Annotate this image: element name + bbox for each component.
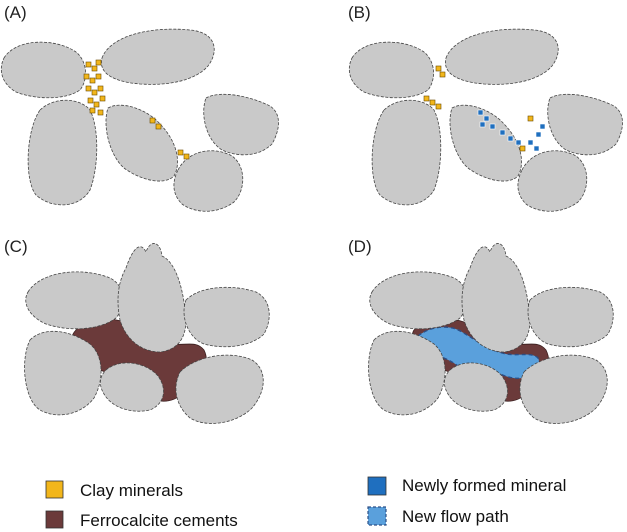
legend: Clay minerals Ferrocalcite cements Newly… (45, 476, 566, 530)
new-flow-path-label: New flow path (402, 507, 509, 526)
newly-formed-mineral-swatch (367, 476, 387, 496)
panel-b-newly-formed-minerals (477, 109, 546, 152)
legend-item-new-flow-path: New flow path (367, 506, 509, 526)
panel-c-label: (C) (4, 237, 28, 256)
legend-item-newly-formed-mineral: Newly formed mineral (367, 476, 566, 496)
new-flow-path-swatch (367, 506, 387, 526)
ferrocalcite-label: Ferrocalcite cements (80, 511, 238, 530)
panel-d-grains (368, 242, 614, 424)
panel-c: (C) (4, 237, 270, 424)
newly-formed-mineral-label: Newly formed mineral (402, 476, 566, 495)
panel-b-clay-minerals (423, 65, 534, 152)
panel-d-label: (D) (348, 237, 372, 256)
panel-a-clay-minerals (83, 59, 190, 160)
panel-b-label: (B) (348, 3, 371, 22)
panel-a-grains (0, 28, 279, 212)
panel-b: (B) (348, 3, 623, 212)
clay-minerals-swatch (45, 480, 64, 499)
ferrocalcite-swatch (45, 510, 64, 529)
clay-minerals-label: Clay minerals (80, 481, 183, 500)
panel-a: (A) (0, 3, 279, 212)
panel-c-grains (24, 242, 270, 424)
legend-item-clay-minerals: Clay minerals (45, 480, 183, 500)
panel-d: (D) (348, 237, 614, 424)
panel-a-label: (A) (4, 3, 27, 22)
legend-item-ferrocalcite: Ferrocalcite cements (45, 510, 238, 530)
